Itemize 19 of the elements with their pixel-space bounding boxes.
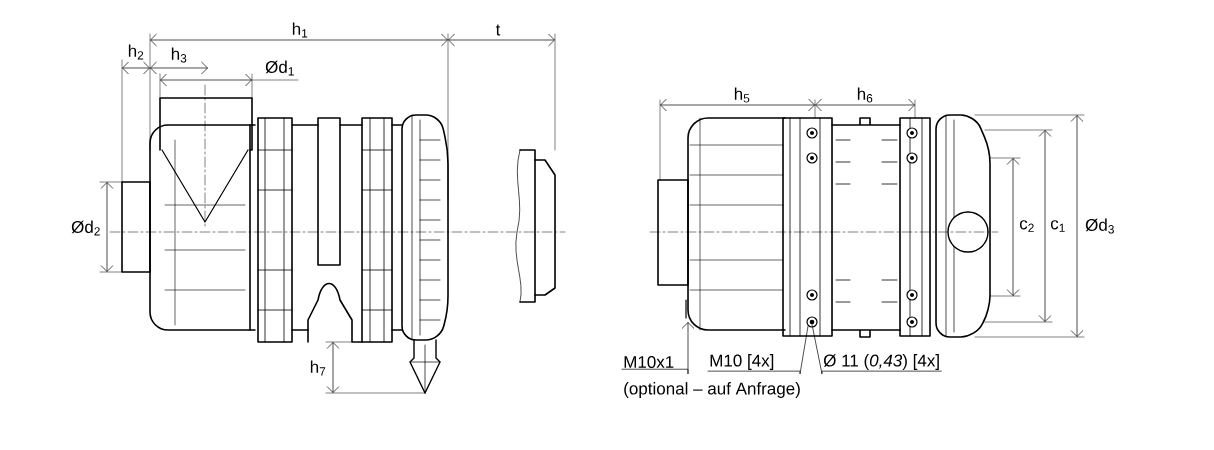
dimension-label: c$_{1}$ (1050, 220, 1065, 232)
dimension-label: Ød$_{2}$ (71, 220, 100, 236)
leader-line (707, 325, 809, 375)
dimension-label: h$_{7}$ (310, 360, 326, 376)
dimension-label: h$_{5}$ (734, 87, 750, 103)
dimension-label: c$_{2}$ (1019, 220, 1034, 232)
callout-text: M10x1 (624, 356, 674, 369)
dimension-label: h$_{3}$ (171, 47, 187, 63)
dimension-label: Ød$_{1}$ (265, 60, 294, 76)
dimension-label: t (495, 24, 501, 36)
dimension-label: h$_{6}$ (857, 87, 873, 103)
dimension-label: Ød$_{3}$ (1085, 218, 1114, 234)
dimension-label: h$_{1}$ (292, 22, 308, 38)
leader-line (811, 324, 942, 375)
note-text: (optional – auf Anfrage) (624, 382, 800, 398)
leader-line (621, 322, 695, 375)
dimension-label: h$_{2}$ (128, 44, 144, 60)
callout-text: M10 [4x] (710, 354, 774, 370)
callout-text: Ø 11 (0,43) [4x] (823, 354, 939, 370)
